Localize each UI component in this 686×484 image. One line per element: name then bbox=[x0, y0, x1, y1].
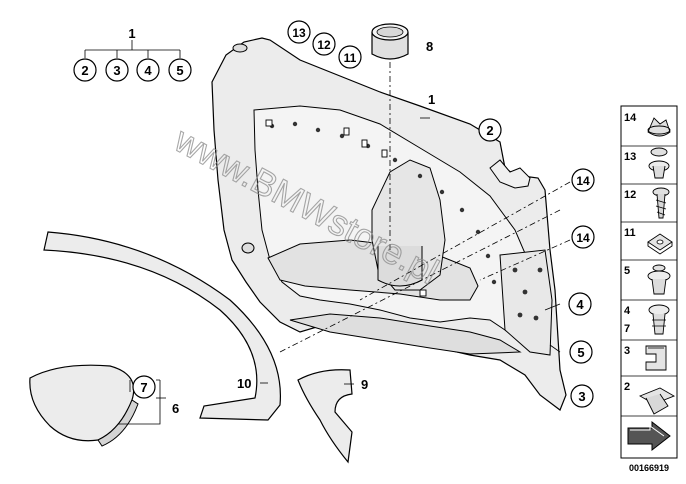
callout-13: 13 bbox=[292, 26, 306, 40]
legend-label-2: 2 bbox=[624, 381, 630, 393]
label-9: 9 bbox=[361, 377, 368, 392]
label-1: 1 bbox=[428, 92, 435, 107]
label-6: 6 bbox=[172, 401, 179, 416]
label-10: 10 bbox=[237, 376, 251, 391]
group-label-1: 1 bbox=[128, 26, 135, 41]
callout-4: 4 bbox=[576, 297, 584, 312]
legend-label-11: 11 bbox=[624, 227, 636, 239]
leader-lines bbox=[84, 40, 571, 425]
label-8: 8 bbox=[426, 39, 433, 54]
legend-label-12: 12 bbox=[624, 189, 636, 201]
direction-arrow-icon bbox=[627, 420, 671, 452]
legend-label-14: 14 bbox=[624, 112, 637, 124]
push-rivet-icon bbox=[648, 147, 670, 179]
callout-14-b: 14 bbox=[576, 231, 590, 245]
callout-11: 11 bbox=[344, 51, 357, 65]
callout-5: 5 bbox=[577, 345, 584, 360]
legend-label-13: 13 bbox=[624, 151, 636, 163]
group-child-3: 3 bbox=[113, 63, 120, 78]
diagram-number: 00166919 bbox=[629, 463, 669, 473]
small-trim-piece bbox=[297, 369, 353, 464]
callout-12: 12 bbox=[317, 38, 331, 52]
legend-label-4: 4 bbox=[624, 305, 631, 317]
group-child-2: 2 bbox=[81, 63, 88, 78]
expanding-rivet-icon bbox=[647, 264, 671, 295]
group-child-4: 4 bbox=[144, 63, 152, 78]
legend-label-3: 3 bbox=[624, 345, 630, 357]
callout-14-a: 14 bbox=[576, 174, 590, 188]
legend-label-7: 7 bbox=[624, 323, 630, 335]
fastener-legend: 14 13 12 11 5 bbox=[620, 105, 678, 473]
clip-nut-icon bbox=[647, 233, 673, 255]
curved-trim-strip bbox=[43, 231, 282, 421]
group-child-5: 5 bbox=[176, 63, 183, 78]
callout-3: 3 bbox=[578, 389, 585, 404]
sheet-clip-icon bbox=[638, 387, 676, 415]
fir-tree-clip-icon bbox=[648, 304, 670, 335]
cup-insert bbox=[371, 23, 409, 60]
callout-2: 2 bbox=[486, 123, 493, 138]
callout-7: 7 bbox=[140, 380, 147, 395]
screw-icon bbox=[652, 187, 670, 219]
plug-cap-icon bbox=[647, 117, 671, 137]
spring-clip-icon bbox=[645, 345, 667, 371]
legend-label-5: 5 bbox=[624, 265, 630, 277]
